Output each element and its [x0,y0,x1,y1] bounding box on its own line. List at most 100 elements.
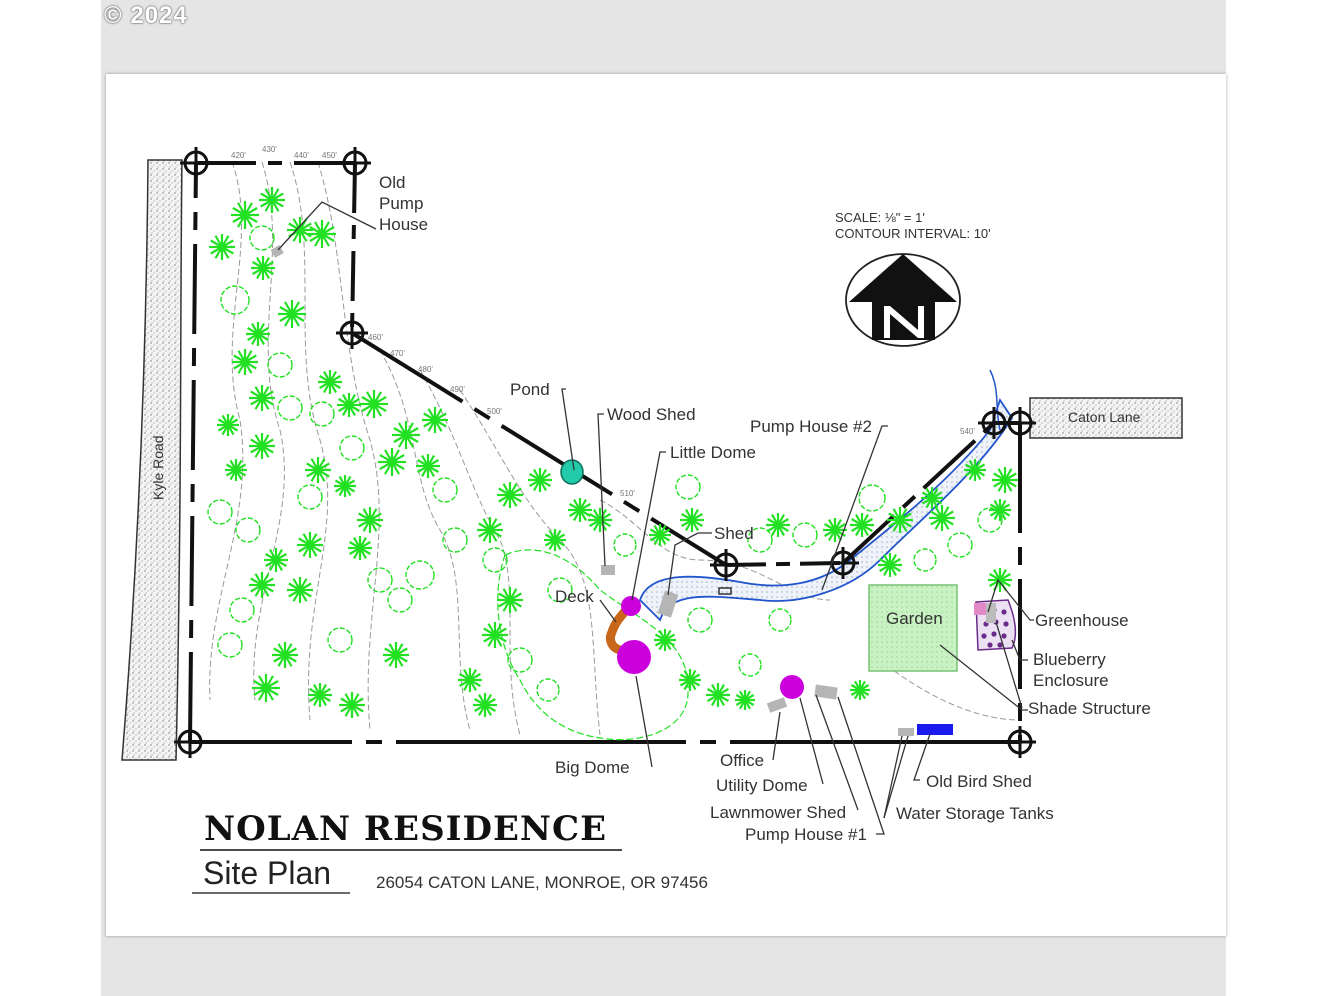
shed-building [657,590,679,618]
tree-conifer-icon [989,499,1011,521]
garden-label: Garden [886,609,943,628]
tree-conifer-icon [308,220,336,248]
north-arrow-icon [845,253,961,347]
tree-conifer-icon [878,553,902,577]
tree-conifer-icon [360,390,388,418]
contour-interval-text: CONTOUR INTERVAL: 10' [835,226,991,241]
tree-deciduous-icon [482,547,508,573]
little-dome [621,596,641,616]
little-dome-label: Little Dome [670,443,756,462]
old-bird-shed-label: Old Bird Shed [926,772,1032,791]
tree-deciduous-icon [913,548,937,572]
tree-conifer-icon [766,513,790,537]
tree-conifer-icon [249,433,275,459]
tree-conifer-icon [497,482,523,508]
tree-deciduous-icon [858,484,886,512]
tree-conifer-icon [264,548,288,572]
tree-deciduous-icon [675,474,701,500]
property-boundary [188,161,1022,744]
tree-conifer-icon [649,524,671,546]
contour-label-540: 540' [960,427,975,436]
old-pump-house-label-line3: House [379,215,428,234]
shade-structure-building [986,603,996,623]
tree-conifer-icon [231,201,259,229]
tree-conifer-icon [225,459,247,481]
scale-text: SCALE: ⅛" = 1' [835,210,925,225]
tree-conifer-icon [921,487,943,509]
tree-conifer-icon [305,457,331,483]
pond-label: Pond [510,380,550,399]
tree-conifer-icon [217,414,239,436]
tree-conifer-icon [278,300,306,328]
tree-deciduous-icon [405,560,435,590]
tree-conifer-icon [297,532,323,558]
tree-conifer-icon [249,572,275,598]
tree-deciduous-icon [267,352,293,378]
tree-conifer-icon [272,642,298,668]
tree-conifer-icon [339,692,365,718]
kyle-road-label: Kyle Road [150,435,166,500]
garden-plot [868,584,958,672]
tree-conifer-icon [706,683,730,707]
tree-deciduous-icon [687,607,713,633]
tree-conifer-icon [334,475,356,497]
tree-conifer-icon [252,674,280,702]
wood-shed-building [601,565,615,575]
blueberry-enclosure-label-line2: Enclosure [1033,671,1109,690]
tree-conifer-icon [887,507,913,533]
shed-label: Shed [714,524,754,543]
tree-conifer-icon [823,518,847,542]
tree-conifer-icon [654,629,676,651]
creek [638,369,1014,622]
contour-label-440: 440' [294,151,309,160]
pump-house-2-label: Pump House #2 [750,417,872,436]
pond [560,459,584,485]
deck [605,605,632,655]
tree-deciduous-icon [309,401,335,427]
tree-deciduous-icon [947,532,973,558]
tree-deciduous-icon [613,533,637,557]
caton-lane-label: Caton Lane [1068,409,1141,425]
tree-conifer-icon [850,680,870,700]
tree-conifer-icon [383,642,409,668]
kyle-road [121,159,183,761]
pump-house-1-building [898,728,906,736]
contour-label-430: 430' [262,145,277,154]
tree-conifer-icon [497,587,523,613]
tree-conifer-icon [679,669,701,691]
tree-conifer-icon [588,508,612,532]
survey-markers [174,147,1036,758]
trees-layer [207,187,1018,741]
tree-deciduous-icon [207,499,233,525]
pump-house-2-building [718,587,732,595]
tree-conifer-icon [246,322,270,346]
tree-conifer-icon [964,459,986,481]
contour-label-500: 500' [487,407,502,416]
tree-deciduous-icon [738,653,762,677]
tree-conifer-icon [528,468,552,492]
address-text: 26054 CATON LANE, MONROE, OR 97456 [376,873,708,892]
copyright-text: © 2024 [104,2,188,29]
tree-deciduous-icon [220,285,250,315]
tree-deciduous-icon [442,527,468,553]
tree-conifer-icon [473,693,497,717]
tree-deciduous-icon [747,527,773,553]
tree-conifer-icon [992,467,1018,493]
tree-conifer-icon [929,505,955,531]
tree-canopy-outline [497,549,689,741]
tree-conifer-icon [378,448,406,476]
tree-conifer-icon [357,507,383,533]
tree-conifer-icon [249,385,275,411]
tree-deciduous-icon [432,477,458,503]
tree-deciduous-icon [367,567,393,593]
old-pump-house-building [270,245,284,258]
tree-conifer-icon [308,683,332,707]
tree-conifer-icon [232,349,258,375]
contour-label-420: 420' [231,151,246,160]
tree-deciduous-icon [547,577,573,603]
old-pump-house-label-line1: Old [379,173,405,192]
contour-label-480: 480' [418,365,433,374]
tree-conifer-icon [482,622,508,648]
tree-conifer-icon [568,498,592,522]
